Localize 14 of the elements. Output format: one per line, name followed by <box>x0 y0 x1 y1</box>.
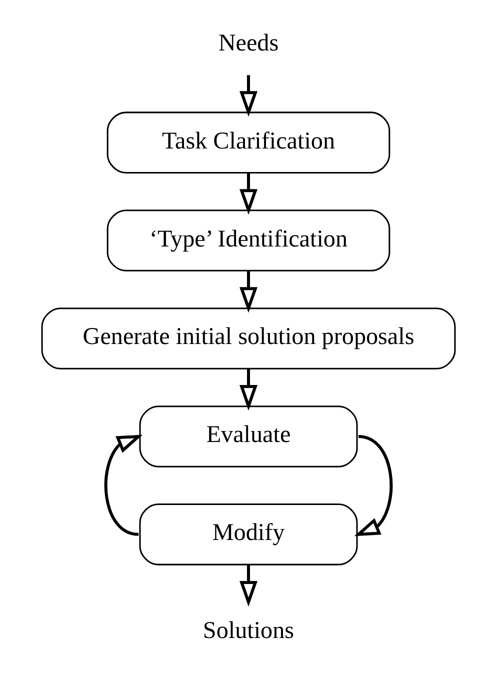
node-box: Evaluate <box>138 406 358 468</box>
arrow <box>104 434 142 536</box>
node-text: Needs <box>218 30 278 56</box>
node-box: Task Clarification <box>106 112 390 174</box>
arrow <box>239 271 257 313</box>
arrow <box>354 434 392 536</box>
node-box: ‘Type’ Identification <box>106 210 390 272</box>
arrow <box>239 564 257 607</box>
node-text: Solutions <box>202 618 294 644</box>
arrow <box>239 369 257 411</box>
node-box: Generate initial solution proposals <box>40 308 456 370</box>
node-box: Modify <box>138 504 358 566</box>
arrow <box>239 173 257 215</box>
arrow <box>239 75 257 117</box>
